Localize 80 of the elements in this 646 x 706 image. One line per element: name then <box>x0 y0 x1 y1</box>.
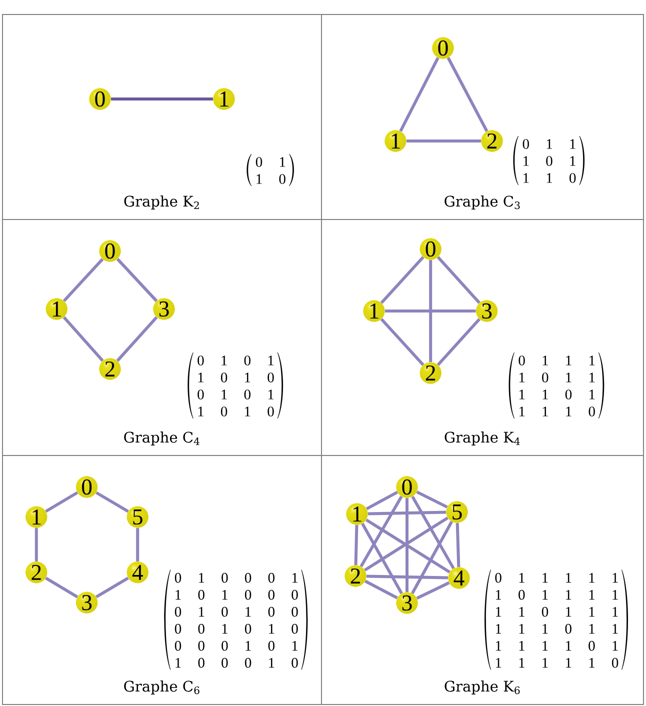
graph-edge <box>380 256 424 304</box>
graph-edge <box>116 316 158 362</box>
matrix-row: 1 0 0 0 1 0 <box>176 658 298 668</box>
graph-edge <box>436 318 481 366</box>
vertex-ball: 0 <box>99 240 121 262</box>
vertex-ball: 1 <box>384 130 406 152</box>
graph-edge <box>111 98 213 100</box>
vertex-ball: 1 <box>46 298 68 320</box>
vertex-ball: 0 <box>76 476 98 498</box>
matrix-row: 1 1 0 <box>524 173 576 183</box>
graph-edge <box>96 491 129 513</box>
graph-edge <box>45 576 78 598</box>
matrix-row: 1 0 1 0 0 0 <box>176 590 298 600</box>
graph-edge <box>360 496 403 568</box>
vertex-ball: 5 <box>446 501 468 523</box>
graph-edge <box>368 510 446 516</box>
matrix-row: 1 0 1 1 <box>519 372 595 382</box>
vertex-ball: 2 <box>99 358 121 380</box>
graph-edge <box>416 490 448 508</box>
graph-edge <box>446 57 488 132</box>
vertex-ball: 3 <box>153 298 175 320</box>
graph-edge <box>436 256 481 304</box>
vertex-ball: 3 <box>476 300 498 322</box>
graph-edge <box>406 498 408 592</box>
matrix-row: 0 1 0 1 <box>198 390 274 400</box>
graph-edge <box>380 318 424 366</box>
vertex-ball: 0 <box>420 238 442 260</box>
vertex-ball: 1 <box>26 506 48 528</box>
matrix-row: 1 1 1 1 0 1 <box>496 640 618 651</box>
vertex-ball: 3 <box>76 592 98 614</box>
graph-edge <box>34 528 38 562</box>
graph-edge <box>366 490 398 510</box>
graph-edge <box>45 491 78 513</box>
graph-edge <box>429 260 432 362</box>
vertex-ball: 0 <box>432 37 454 59</box>
graph-edge <box>385 310 476 312</box>
graph-edge <box>62 316 104 362</box>
graph-edge <box>136 528 140 562</box>
matrix-row: 0 1 0 1 0 0 <box>174 606 298 617</box>
vertex-ball: 2 <box>344 565 366 587</box>
matrix-row: 1 1 0 1 <box>519 390 595 400</box>
matrix-row: 0 1 <box>256 157 286 167</box>
vertex-ball: 3 <box>396 592 418 614</box>
graph-edge <box>116 258 158 302</box>
graph-edge <box>416 581 450 600</box>
vertex-ball: 1 <box>346 503 368 525</box>
matrix-row: 0 1 0 0 0 1 <box>174 572 298 583</box>
vertex-ball: 0 <box>89 88 111 110</box>
graph-edge <box>96 576 129 598</box>
vertex-ball: 1 <box>213 88 235 110</box>
vertex-ball: 4 <box>448 567 470 589</box>
graph-edge <box>364 580 398 600</box>
matrix-row: 0 1 1 1 <box>518 356 595 366</box>
matrix-row: 0 1 1 1 1 1 <box>495 572 618 583</box>
graph-edge <box>62 258 104 302</box>
graph-edge <box>456 522 460 568</box>
matrix-row: 1 0 1 0 <box>198 406 274 416</box>
matrix-row: 1 1 1 0 <box>519 406 595 416</box>
graph-edge <box>411 496 455 570</box>
vertex-ball: 2 <box>26 562 48 584</box>
matrix-row: 0 1 0 1 <box>198 356 274 366</box>
graph-edge <box>366 574 448 580</box>
vertex-ball: 0 <box>396 476 418 498</box>
vertex-ball: 2 <box>420 362 442 384</box>
matrix-row: 1 1 1 0 1 1 <box>496 624 618 634</box>
graph-edge <box>354 524 358 566</box>
matrix-row: 1 1 0 1 1 1 <box>496 606 618 617</box>
vertex-ball: 5 <box>126 506 148 528</box>
matrix-row: 0 0 0 1 0 1 <box>174 640 298 651</box>
graph-edge <box>406 140 481 142</box>
vertex-ball: 4 <box>126 562 148 584</box>
matrix-row: 0 0 1 0 1 0 <box>174 624 298 634</box>
matrix-row: 1 1 1 1 1 0 <box>496 658 618 668</box>
matrix-row: 1 0 <box>256 174 286 184</box>
vertex-ball: 1 <box>363 300 385 322</box>
graph-edge <box>361 522 403 594</box>
graph-edge <box>411 520 454 594</box>
matrix-row: 1 0 1 0 <box>198 372 274 382</box>
vertex-ball: 2 <box>481 130 503 152</box>
graph-edge <box>399 57 440 132</box>
